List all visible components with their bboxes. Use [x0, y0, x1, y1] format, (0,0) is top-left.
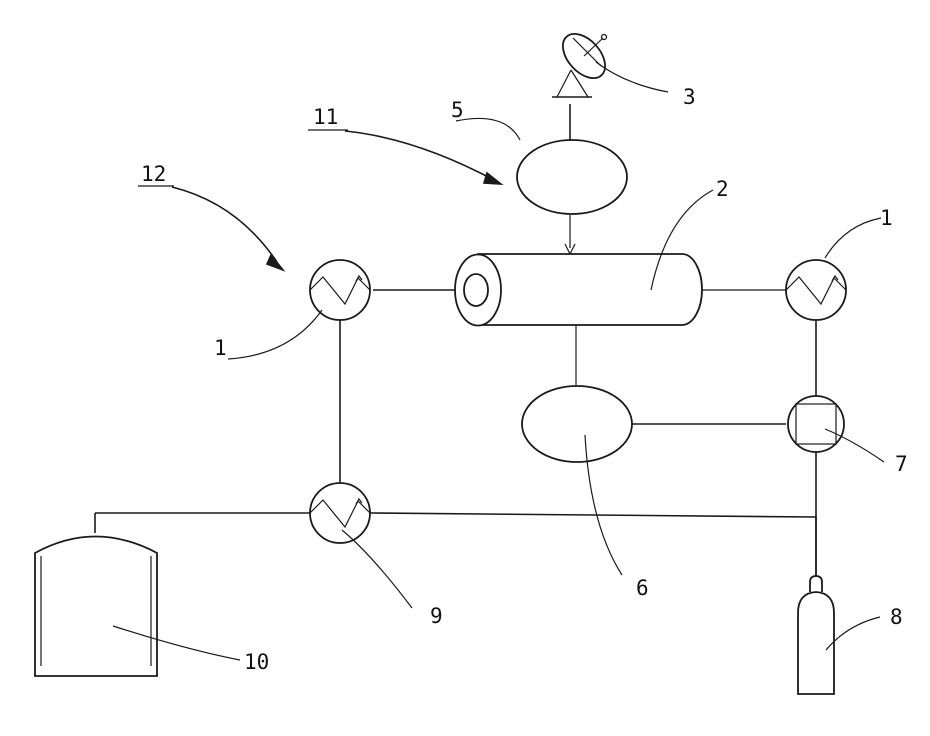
pointer-arrow-11: [308, 130, 501, 184]
heat-exchanger-icon: [310, 260, 370, 320]
pipes: [95, 104, 816, 577]
leader-lines: [113, 62, 884, 660]
label-1-right: 1: [880, 206, 893, 230]
label-12: 12: [141, 162, 166, 186]
tank-6: [522, 386, 632, 462]
satellite-dish-icon: [552, 26, 613, 97]
tank-icon: [35, 537, 157, 677]
label-1-left: 1: [214, 336, 227, 360]
label-10: 10: [244, 650, 269, 674]
label-8: 8: [890, 605, 903, 629]
pointer-arrow-12: [138, 186, 283, 270]
gas-cylinder-icon: [798, 517, 834, 694]
label-2: 2: [716, 177, 729, 201]
label-6: 6: [636, 576, 649, 600]
component-7: [788, 396, 844, 452]
tank-5: [517, 140, 627, 214]
label-11: 11: [313, 105, 338, 129]
heat-exchanger-icon: [310, 483, 370, 543]
label-3: 3: [683, 85, 696, 109]
label-7: 7: [895, 452, 908, 476]
heat-exchanger-icon: [786, 260, 846, 320]
cylinder-2: [455, 254, 702, 326]
label-9: 9: [430, 604, 443, 628]
label-5: 5: [451, 98, 464, 122]
